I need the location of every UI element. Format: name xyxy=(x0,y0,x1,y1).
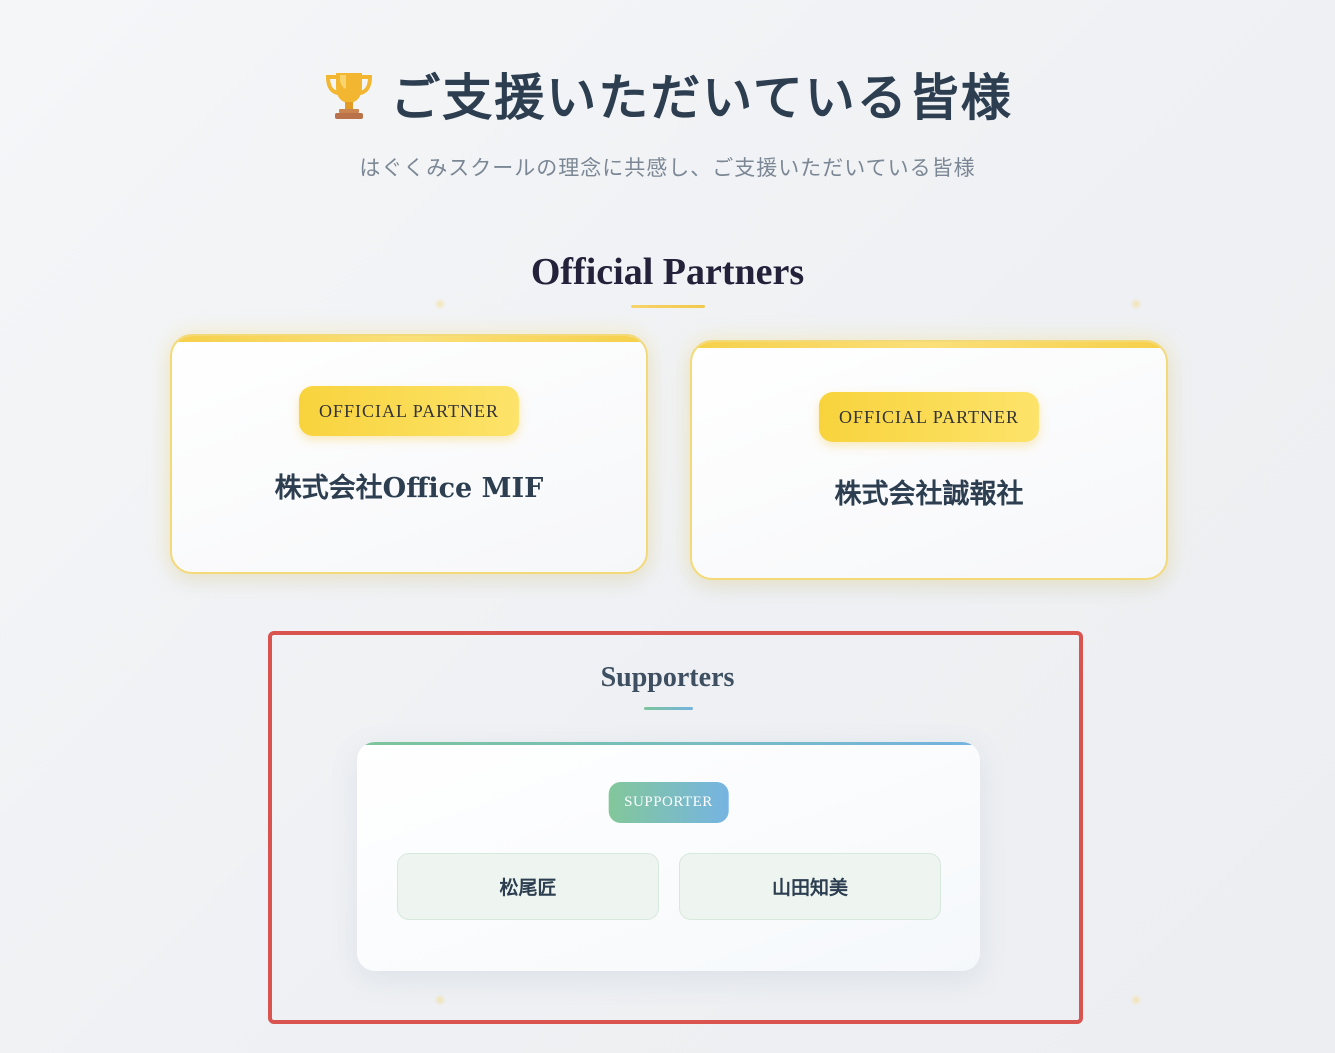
partner-name: 株式会社Office MIF xyxy=(274,473,544,504)
official-partners-underline xyxy=(631,305,705,308)
official-partners-title: Official Partners xyxy=(530,251,805,293)
official-partner-badge: OFFICIAL PARTNER xyxy=(818,392,1040,442)
page-title: ご支援いただいている皆様 xyxy=(0,58,1335,130)
supporter-name-item[interactable]: 山田知美 xyxy=(679,853,941,920)
supporter-card: SUPPORTER 松尾匠 山田知美 xyxy=(357,742,980,971)
sparkle-decoration xyxy=(1130,994,1142,1006)
partner-card[interactable]: OFFICIAL PARTNER 株式会社Office MIF xyxy=(170,334,648,574)
supporters-highlight-box xyxy=(268,631,1083,1024)
sparkle-decoration xyxy=(1130,298,1142,310)
partner-name: 株式会社誠報社 xyxy=(834,479,1024,510)
trophy-icon xyxy=(322,67,376,121)
supporter-name-item[interactable]: 松尾匠 xyxy=(397,853,659,920)
sparkle-decoration xyxy=(434,994,446,1006)
page-title-text: ご支援いただいている皆様 xyxy=(390,68,1013,127)
sparkle-decoration xyxy=(434,298,446,310)
partner-card[interactable]: OFFICIAL PARTNER 株式会社誠報社 xyxy=(690,340,1168,580)
page-subtitle: はぐくみスクールの理念に共感し、ご支援いただいている皆様 xyxy=(359,156,976,180)
supporters-title: Supporters xyxy=(600,662,735,693)
official-partner-badge: OFFICIAL PARTNER xyxy=(298,386,520,436)
supporters-underline xyxy=(644,707,693,710)
supporter-badge: SUPPORTER xyxy=(608,782,729,823)
